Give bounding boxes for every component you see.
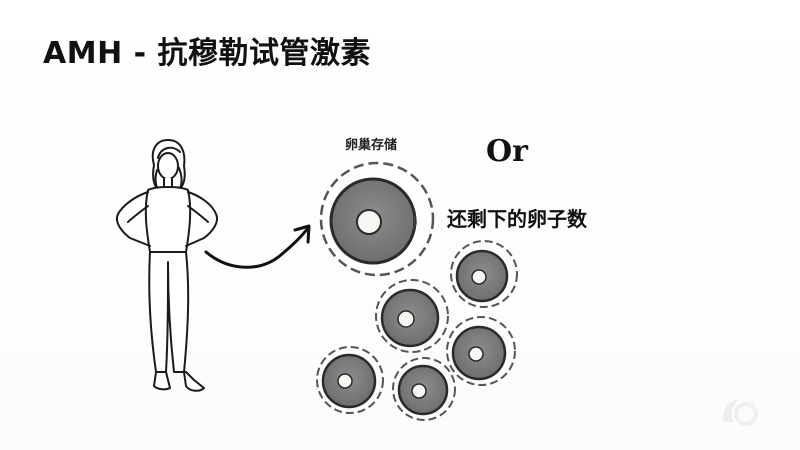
small-egg <box>446 316 516 386</box>
small-egg <box>392 357 456 421</box>
remaining-eggs-label: 还剩下的卵子数 <box>447 207 587 231</box>
large-egg <box>319 161 435 277</box>
woman-figure <box>116 139 218 392</box>
egg-cluster <box>316 240 518 421</box>
small-egg <box>450 240 518 308</box>
ovarian-reserve-label: 卵巢存储 <box>345 138 398 153</box>
slide-title: AMH - 抗穆勒试管激素 <box>43 36 372 71</box>
or-label: Or <box>486 134 528 169</box>
watermark-logo-icon <box>722 400 758 426</box>
small-egg <box>316 346 384 414</box>
curved-arrow <box>204 224 311 269</box>
small-egg <box>375 279 449 353</box>
